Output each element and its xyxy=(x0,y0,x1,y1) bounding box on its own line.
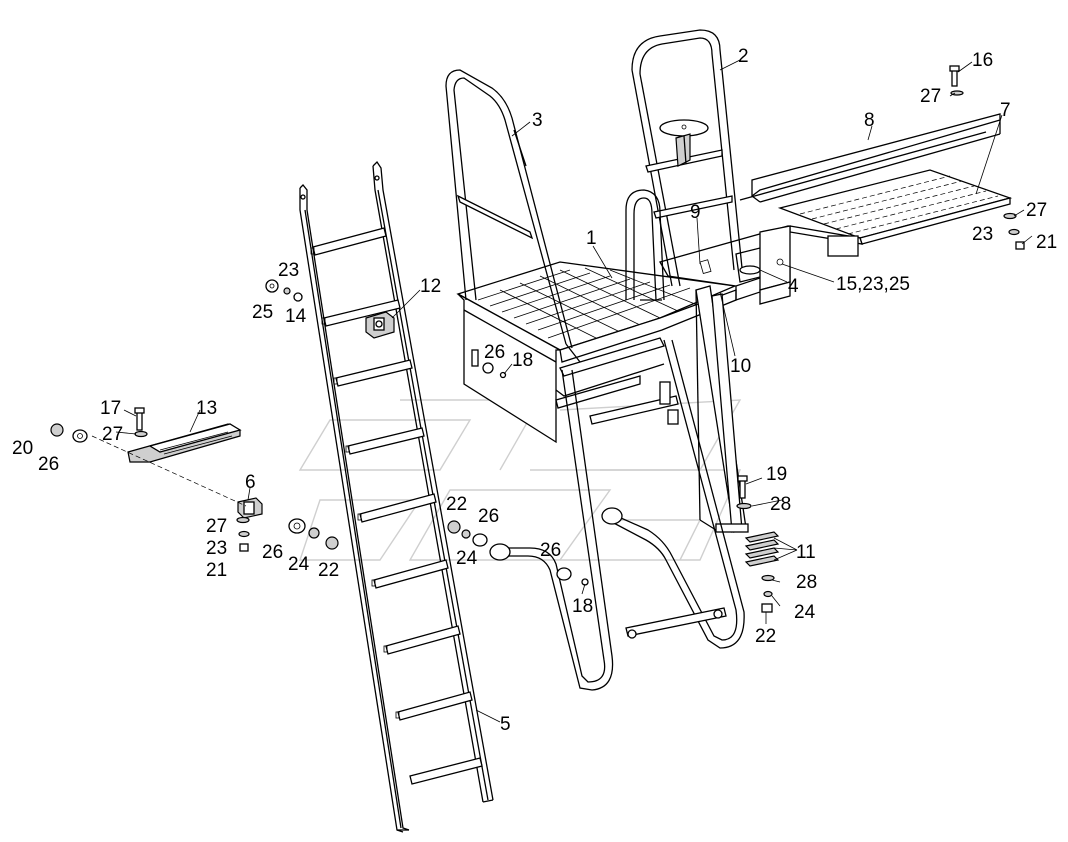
part-label-24a: 24 xyxy=(288,554,310,575)
part-label-24b: 24 xyxy=(456,548,478,569)
part-label-27b: 27 xyxy=(206,516,227,537)
part-label-15-23-25: 15,23,25 xyxy=(836,274,910,295)
part-label-22c: 22 xyxy=(755,626,776,647)
part-label-18b: 18 xyxy=(572,596,593,617)
ladder-rail-marks xyxy=(310,247,400,719)
deck-plate-part-9-10 xyxy=(659,225,791,301)
part-label-26a: 26 xyxy=(38,454,59,475)
part-label-23a: 23 xyxy=(278,260,299,281)
bracket-part-12 xyxy=(365,311,395,339)
part-label-11: 11 xyxy=(796,542,816,563)
part-label-19: 19 xyxy=(766,464,787,485)
part-label-10: 10 xyxy=(730,356,751,377)
part-label-7: 7 xyxy=(1000,100,1011,121)
part-label-24c: 24 xyxy=(794,602,816,623)
lower-tube-frame xyxy=(489,339,745,691)
part-label-21b: 21 xyxy=(1036,232,1057,253)
part-label-8: 8 xyxy=(864,110,875,131)
part-label-22a: 22 xyxy=(318,560,339,581)
part-label-26c: 26 xyxy=(478,506,499,527)
part-label-14: 14 xyxy=(285,306,307,327)
part-label-2: 2 xyxy=(738,46,749,67)
part-label-4: 4 xyxy=(788,276,799,297)
part-label-18a: 18 xyxy=(512,350,533,371)
part-label-5: 5 xyxy=(500,714,511,735)
part-label-23c: 23 xyxy=(972,224,993,245)
railing-part-3 xyxy=(445,69,581,363)
part-label-1: 1 xyxy=(586,228,597,249)
support-legs xyxy=(695,285,749,533)
part-label-21a: 21 xyxy=(206,560,227,581)
walkway-part-7 xyxy=(759,169,1013,305)
part-label-26d: 26 xyxy=(484,342,505,363)
leader-lines xyxy=(115,59,1033,723)
fasteners xyxy=(50,65,1025,613)
part-label-20: 20 xyxy=(12,438,33,459)
ladder-part-5 xyxy=(299,160,494,833)
part-label-26b: 26 xyxy=(262,542,283,563)
part-label-13: 13 xyxy=(196,398,217,419)
walkway-holes xyxy=(799,175,999,235)
part-label-26e: 26 xyxy=(540,540,561,561)
part-label-27a: 27 xyxy=(102,424,123,445)
railing-part-2 xyxy=(631,29,743,287)
part-label-28b: 28 xyxy=(796,572,817,593)
part-label-25: 25 xyxy=(252,302,273,323)
part-label-12: 12 xyxy=(420,276,441,297)
part-labels: 1 2 3 4 5 6 7 8 9 10 11 12 13 14 15,23,2… xyxy=(12,46,1057,735)
part-label-22b: 22 xyxy=(446,494,467,515)
part-label-17: 17 xyxy=(100,398,121,419)
part-label-3: 3 xyxy=(532,110,543,131)
part-label-23b: 23 xyxy=(206,538,227,559)
part-label-27c: 27 xyxy=(920,86,941,107)
part-label-6: 6 xyxy=(245,472,256,493)
part-label-27d: 27 xyxy=(1026,200,1047,221)
part-label-16: 16 xyxy=(972,50,993,71)
part-label-28a: 28 xyxy=(770,494,791,515)
bracket-part-6 xyxy=(237,497,263,519)
rail-part-8 xyxy=(739,113,1001,203)
step-part-13 xyxy=(127,423,242,463)
handrail-loop xyxy=(625,189,665,301)
part-label-9: 9 xyxy=(690,202,701,223)
